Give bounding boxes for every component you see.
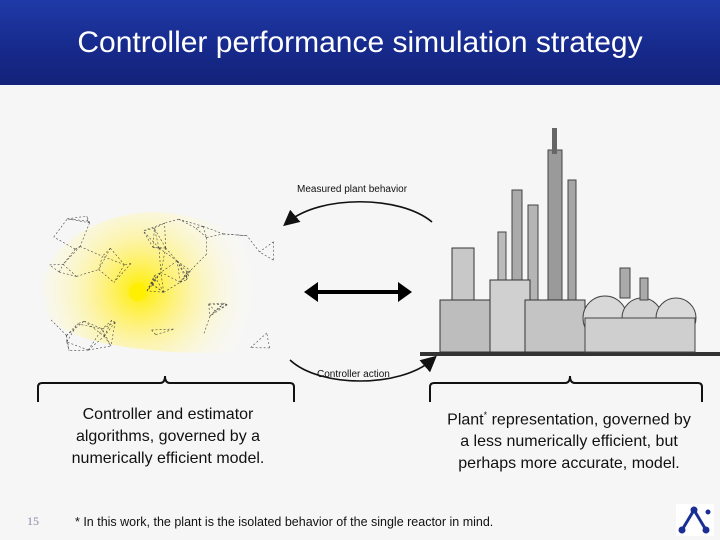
top-curved-arrow (288, 202, 432, 222)
industrial-plant-image (420, 128, 720, 356)
right-brace (430, 376, 702, 402)
page-number: 15 (27, 514, 39, 529)
double-arrow-icon (304, 282, 412, 302)
right-caption: Plant* representation, governed by a les… (424, 404, 714, 475)
left-caption: Controller and estimator algorithms, gov… (40, 404, 296, 470)
right-caption-line-2: a less numerically efficient, but (424, 431, 714, 453)
bottom-arrow-label: Controller action (317, 369, 390, 380)
top-arrow-label: Measured plant behavior (297, 184, 407, 195)
mesh-network-graphic (42, 212, 288, 353)
right-caption-line-1: Plant* representation, governed by (424, 404, 714, 431)
right-caption-line-3: perhaps more accurate, model. (424, 453, 714, 475)
right-caption-rest: representation, governed by (487, 411, 691, 428)
right-caption-plant: Plant (447, 411, 483, 428)
left-caption-line-2: algorithms, governed by a (40, 426, 296, 448)
left-brace (38, 376, 294, 402)
left-caption-line-1: Controller and estimator (40, 404, 296, 426)
corner-logo-icon (676, 504, 714, 536)
footnote: * In this work, the plant is the isolate… (75, 515, 493, 529)
left-caption-line-3: numerically efficient model. (40, 448, 296, 470)
